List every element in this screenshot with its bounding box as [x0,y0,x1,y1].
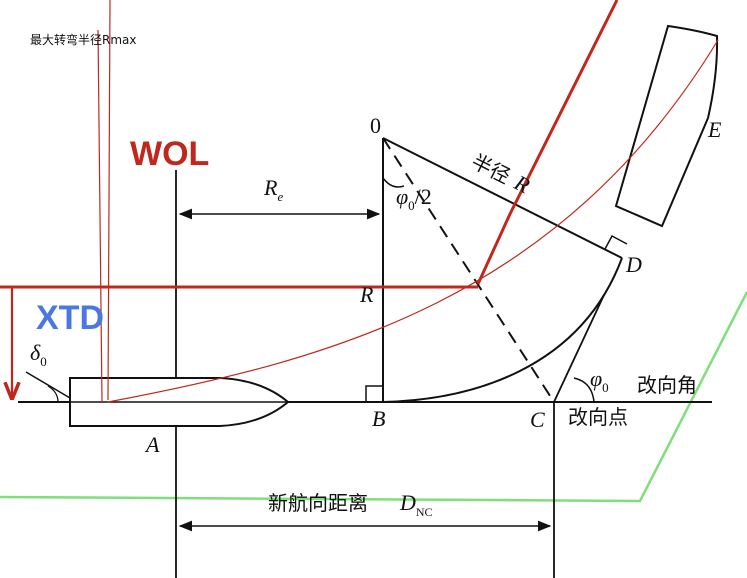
point-c-label: C [530,407,545,432]
ship-final [614,24,719,228]
max-radius-path [107,39,719,403]
right-angle-b [365,385,383,402]
wol-line [476,0,619,285]
radius-r-label: R [510,169,535,198]
dnc-cn-label: 新航向距离 [268,491,368,515]
max-radius-vertical [97,29,103,403]
point-d-label: D [625,252,642,277]
drift-angle-tick [25,371,71,399]
r-left-label: R [359,282,374,307]
radius-cn-label: 半径 [468,149,515,188]
new-course-line [553,294,605,403]
right-angle-d [604,234,628,250]
wol-label: WOL [130,135,209,173]
point-b-label: B [372,406,385,431]
turn-angle-arc [573,377,595,403]
half-angle-arc [382,177,405,188]
half-angle-label: φ0/2 [396,184,432,213]
bisector-dashed [382,137,555,403]
re-label: Re [263,175,283,204]
drift-angle-arc [47,385,59,403]
radius-line-od [382,137,623,259]
green-boundary-line [0,291,747,503]
point-e-label: E [707,117,722,142]
turning-arc [382,257,623,403]
max-radius-guide [107,0,111,401]
origin-label: 0 [370,113,381,138]
max-radius-note: 最大转弯半径Rmax [30,32,136,47]
xtd-label: XTD [36,299,104,337]
turn-angle-symbol: φ0 [590,366,609,395]
dnc-symbol: DNC [399,490,433,519]
drift-angle-label: δ0 [30,340,47,369]
point-a-label: A [144,432,160,457]
turn-point-label: 改向点 [568,405,628,429]
radius-label-group: 半径 R [468,149,535,198]
turn-angle-label: 改向角 [637,373,697,397]
